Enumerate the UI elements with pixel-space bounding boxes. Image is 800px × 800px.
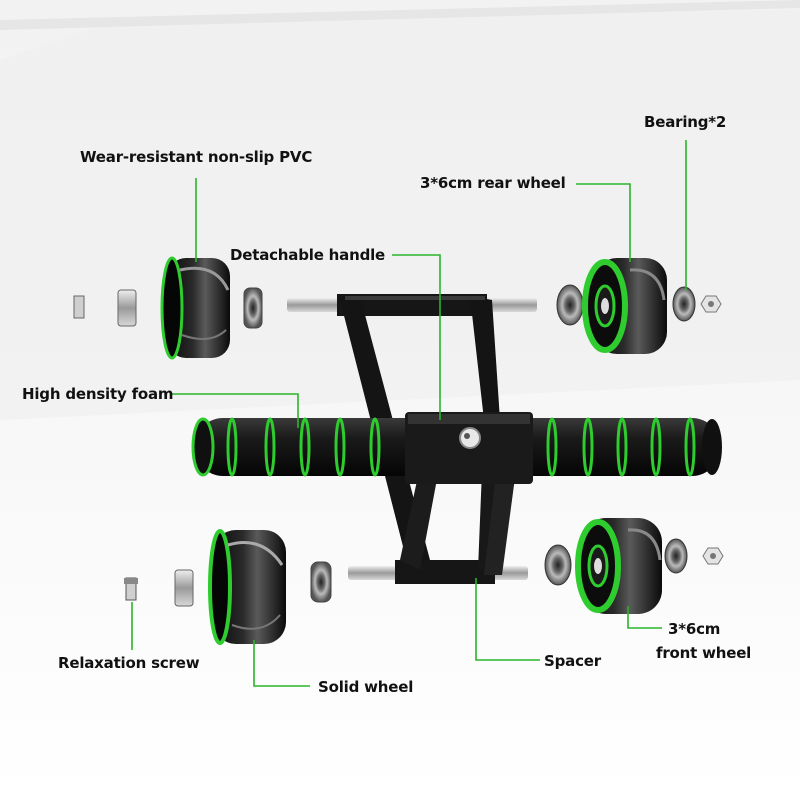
foam-ring	[369, 417, 381, 477]
high-density-foam-bar	[191, 412, 722, 484]
center-bolt-icon	[459, 427, 481, 449]
label-high-density-foam: High density foam	[22, 385, 174, 403]
front-wheel	[575, 518, 662, 614]
label-bearing: Bearing*2	[644, 113, 727, 131]
wear-resistant-wheel	[160, 256, 230, 360]
top-left-components	[73, 256, 263, 360]
label-front-wheel-size: 3*6cm	[668, 620, 721, 638]
bottom-right-components	[544, 518, 724, 614]
foam-ring	[650, 417, 662, 477]
label-rear-wheel: 3*6cm rear wheel	[420, 174, 566, 192]
foam-ring	[546, 417, 558, 477]
solid-wheel	[208, 529, 286, 645]
foam-ring	[684, 417, 696, 477]
label-solid-wheel: Solid wheel	[318, 678, 414, 696]
foam-ring	[226, 417, 238, 477]
bottom-left-components	[124, 529, 332, 645]
leader-lines	[131, 140, 687, 687]
rear-wheel	[582, 258, 667, 354]
foam-ring	[334, 417, 346, 477]
foam-ring	[299, 417, 311, 477]
foam-ring	[582, 417, 594, 477]
foam-ring	[264, 417, 276, 477]
foam-ring	[616, 417, 628, 477]
top-right-components	[556, 258, 722, 354]
label-detachable-handle: Detachable handle	[230, 246, 386, 264]
label-spacer: Spacer	[544, 652, 601, 670]
label-wear-resistant-pvc: Wear-resistant non-slip PVC	[80, 148, 313, 166]
label-relaxation-screw: Relaxation screw	[58, 654, 200, 672]
label-front-wheel: front wheel	[656, 644, 752, 662]
